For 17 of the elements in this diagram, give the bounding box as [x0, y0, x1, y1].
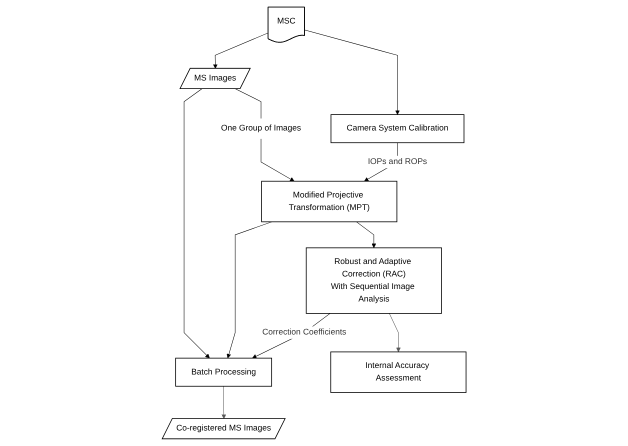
arrow — [388, 313, 401, 352]
node-box: Modified Projective Transformation (MPT) — [261, 180, 398, 222]
arrow — [260, 138, 294, 182]
arrow — [212, 32, 269, 69]
arrow — [304, 30, 400, 115]
node-box: Camera System Calibration — [330, 114, 464, 144]
edge-label: IOPs and ROPs — [368, 157, 427, 166]
arrow — [226, 222, 272, 358]
node-text: One Group of Images — [220, 124, 301, 133]
arrow — [356, 222, 376, 248]
arrow — [184, 88, 210, 358]
node-box: Internal Accuracy Assessment — [330, 352, 466, 393]
node-box: Batch Processing — [175, 358, 272, 387]
edge-label: Correction Coefficients — [262, 328, 346, 337]
node-box: Robust and Adaptive Correction (RAC) With Sequential Image Analysis — [306, 247, 442, 314]
connector — [235, 88, 262, 119]
arrow — [221, 386, 226, 419]
